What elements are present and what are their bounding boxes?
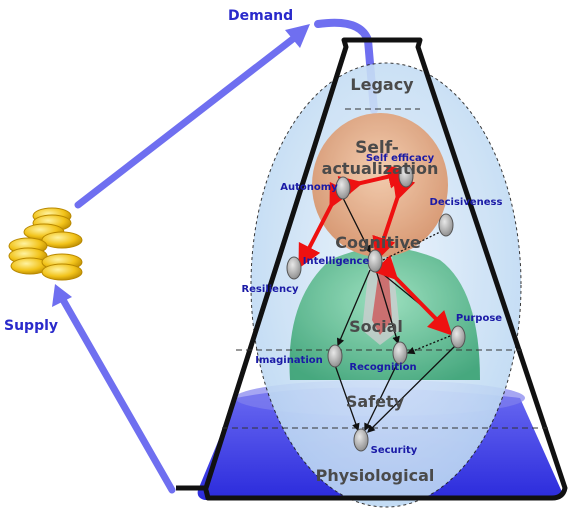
supply-to-demand-arrow (74, 31, 302, 209)
label-resiliency: Resiliency (241, 284, 299, 295)
node-autonomy (335, 176, 351, 200)
label-imagination: Imagination (255, 355, 323, 366)
level-cognitive: Cognitive (335, 233, 421, 252)
level-actualization: actualization (322, 159, 439, 178)
level-self: Self- (355, 138, 399, 158)
factor-nodes (286, 164, 466, 452)
level-dividers (222, 108, 550, 429)
node-recognition (392, 341, 408, 365)
level-physiological: Physiological (316, 466, 435, 485)
node-resiliency (286, 256, 302, 280)
level-labels: Legacy Self- actualization Cognitive Soc… (316, 75, 439, 485)
strong-links (298, 164, 453, 336)
supply-label: Supply (4, 318, 58, 334)
demand-label: Demand (228, 8, 293, 24)
level-legacy: Legacy (350, 75, 414, 94)
level-safety: Safety (346, 392, 405, 411)
supply-to-demand-arrowhead (285, 24, 310, 48)
node-intelligence (367, 249, 383, 273)
label-purpose: Purpose (456, 313, 502, 324)
supply-demand-arrows (52, 24, 310, 494)
gold-coins-icon (8, 207, 83, 281)
node-decisiveness (438, 213, 454, 237)
label-intelligence: Intelligence (303, 256, 370, 267)
node-self-efficacy (398, 164, 414, 188)
node-imagination (327, 344, 343, 368)
flask-to-supply-arrow (58, 294, 176, 494)
flask-to-supply-arrowhead (52, 284, 72, 307)
flask-outline (176, 37, 568, 501)
label-decisiveness: Decisiveness (430, 197, 503, 208)
node-labels: Self efficacy Autonomy Decisiveness Inte… (241, 153, 502, 456)
label-recognition: Recognition (349, 362, 416, 373)
level-social: Social (349, 317, 403, 336)
label-security: Security (371, 445, 418, 456)
label-autonomy: Autonomy (280, 182, 338, 193)
node-security (353, 428, 369, 452)
node-purpose (450, 325, 466, 349)
label-self-efficacy: Self efficacy (366, 153, 435, 164)
